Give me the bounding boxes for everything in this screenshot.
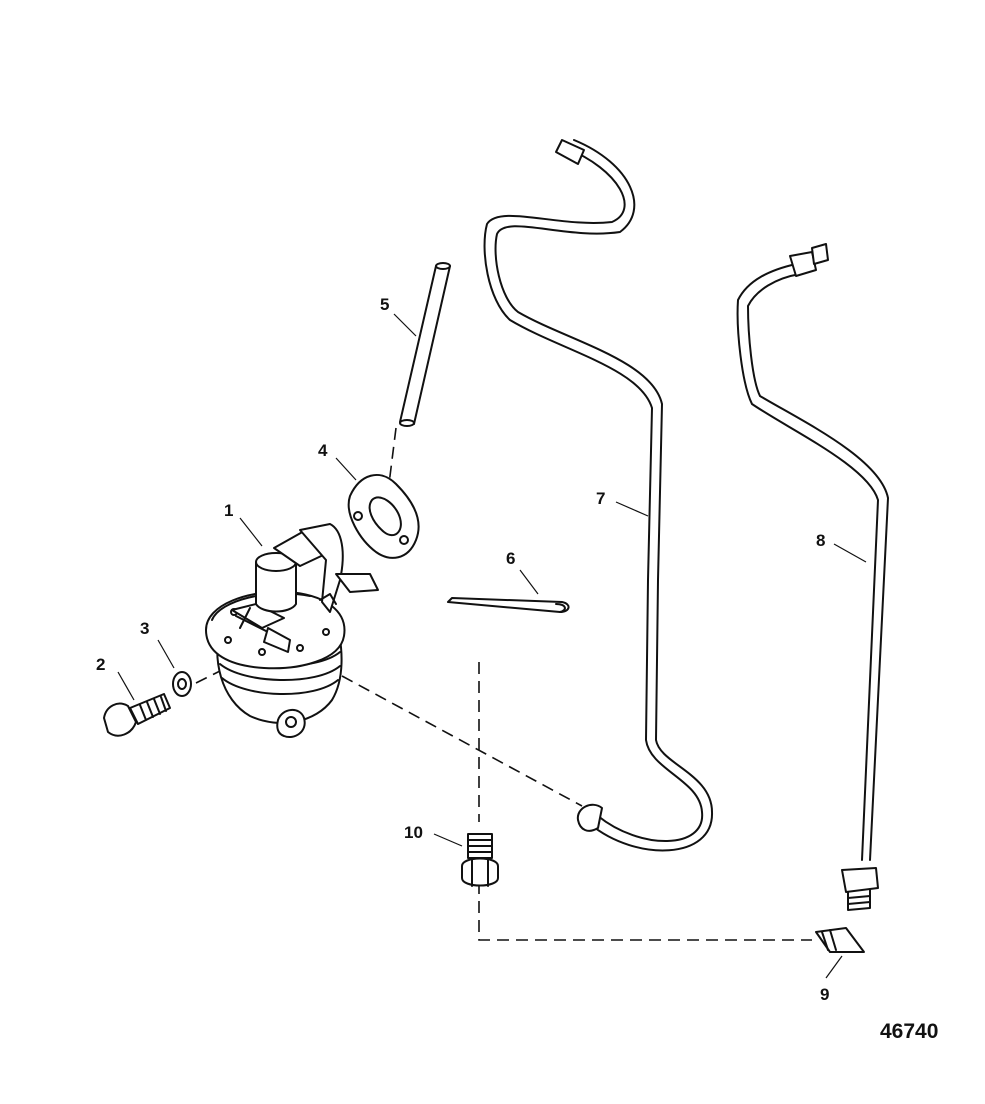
- callout-4: 4: [318, 441, 328, 460]
- push-rod-5: [399, 262, 451, 427]
- fuel-pump-1: [205, 523, 379, 738]
- callout-6: 6: [506, 549, 515, 568]
- gasket-4: [347, 474, 420, 559]
- cotter-pin-6: [447, 597, 570, 613]
- callout-8: 8: [816, 531, 825, 550]
- callout-1: 1: [224, 501, 233, 520]
- elbow-fitting-9: [815, 927, 865, 953]
- bolt-2: [103, 693, 171, 737]
- washer-3: [172, 671, 192, 697]
- fitting-10: [461, 833, 499, 887]
- callout-labels: 1 2 3 4 5 6 7 8 9 10 46740: [96, 295, 938, 1043]
- fuel-line-7: [483, 139, 714, 852]
- figure-id: 46740: [880, 1020, 938, 1043]
- callout-3: 3: [140, 619, 149, 638]
- fuel-line-8: [736, 243, 889, 911]
- leader-lines: [117, 313, 867, 979]
- callout-2: 2: [96, 655, 105, 674]
- callout-5: 5: [380, 295, 389, 314]
- assembly-lines: [195, 427, 812, 941]
- callout-7: 7: [596, 489, 605, 508]
- callout-10: 10: [404, 823, 423, 842]
- callout-9: 9: [820, 985, 829, 1004]
